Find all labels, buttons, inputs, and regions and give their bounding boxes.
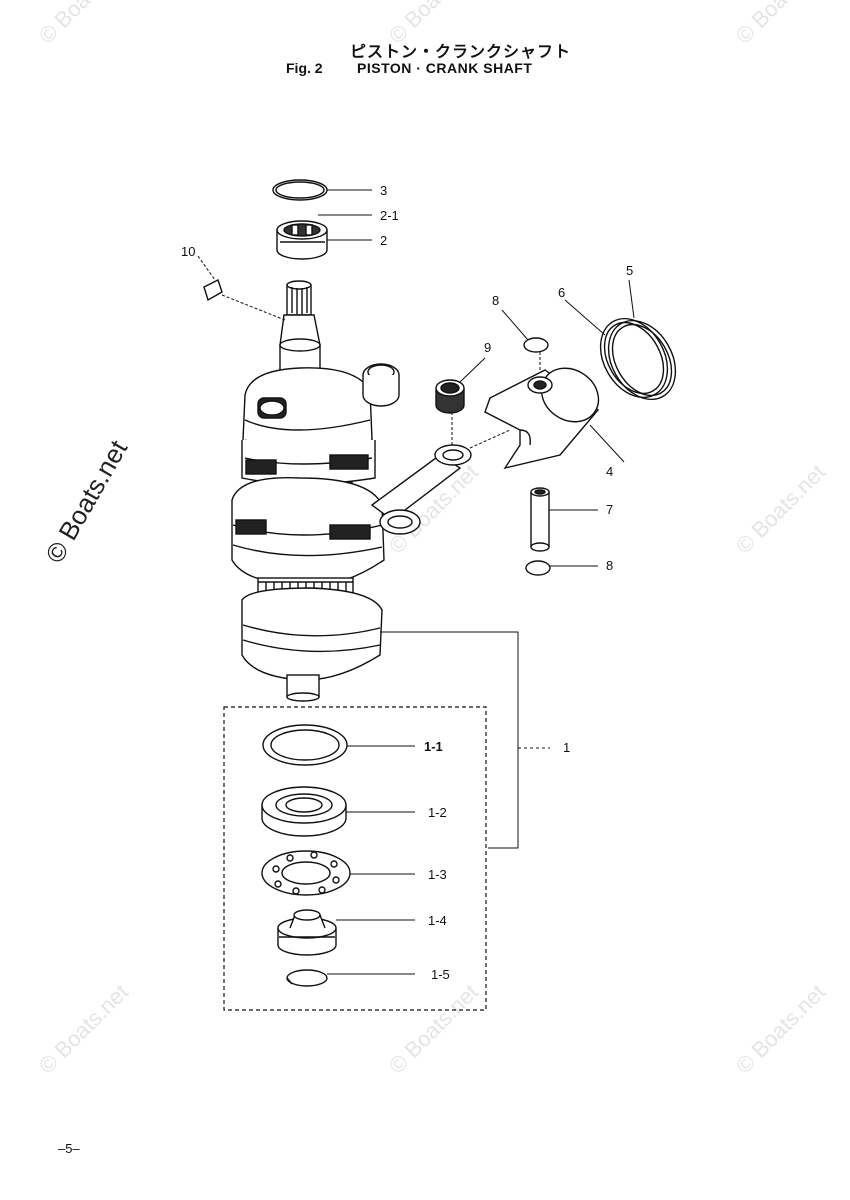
figure-number: Fig. 2 [286, 60, 323, 76]
callout-1-4: 1-4 [428, 913, 447, 928]
gasket-plate-part-1-3 [261, 850, 351, 896]
callout-labels: 3 2-1 2 10 5 6 8 9 4 7 8 1 1-1 1-2 1-3 1… [181, 183, 633, 982]
circlip-part-1-5 [286, 969, 328, 987]
watermark: © Boats.net [34, 979, 133, 1078]
callout-2-1: 2-1 [380, 208, 399, 223]
watermark: © Boats.net [731, 459, 830, 558]
callout-1-2: 1-2 [428, 805, 447, 820]
callout-1-5: 1-5 [431, 967, 450, 982]
piston-pin-clip-part-8-upper [523, 337, 549, 353]
seal-housing-part-1-4 [277, 909, 337, 956]
piston-part-4 [484, 367, 600, 470]
callout-8-lower: 8 [606, 558, 613, 573]
connecting-rod [370, 444, 472, 535]
callout-4: 4 [606, 464, 613, 479]
callout-2: 2 [380, 233, 387, 248]
ball-bearing-part-1-2 [261, 786, 347, 837]
callout-6: 6 [558, 285, 565, 300]
bearing-part-2 [276, 220, 328, 260]
watermark-side: © Boats.net [39, 434, 133, 568]
needle-bearing-part-9 [435, 379, 465, 414]
piston-rings-part-5-6 [599, 317, 677, 401]
crankshaft [231, 280, 400, 702]
callout-3: 3 [380, 183, 387, 198]
callout-10: 10 [181, 244, 195, 259]
watermark: © Boats.net [731, 0, 830, 49]
woodruff-key-part-10 [203, 279, 223, 302]
page-number: –5– [58, 1141, 80, 1156]
figure-title: PISTON · CRANK SHAFT [357, 60, 533, 76]
callout-7: 7 [606, 502, 613, 517]
callout-5: 5 [626, 263, 633, 278]
watermark: © Boats.net [384, 979, 483, 1078]
leader-lines [197, 189, 635, 975]
callout-1-1: 1-1 [424, 739, 443, 754]
piston-pin-clip-part-8-lower [525, 560, 551, 576]
oil-seal-subassembly-box [223, 706, 487, 1011]
watermark: © Boats.net [731, 979, 830, 1078]
watermark: © Boats.net [384, 0, 483, 49]
o-ring-part-1-1 [262, 724, 348, 766]
callout-8-upper: 8 [492, 293, 499, 308]
watermark: © Boats.net [34, 0, 133, 49]
snap-ring-part-3 [272, 179, 328, 201]
callout-1-3: 1-3 [428, 867, 447, 882]
callout-1: 1 [563, 740, 570, 755]
piston-pin-part-7 [530, 487, 550, 552]
figure-title-japanese: ピストン・クランクシャフト [350, 42, 572, 61]
callout-9: 9 [484, 340, 491, 355]
